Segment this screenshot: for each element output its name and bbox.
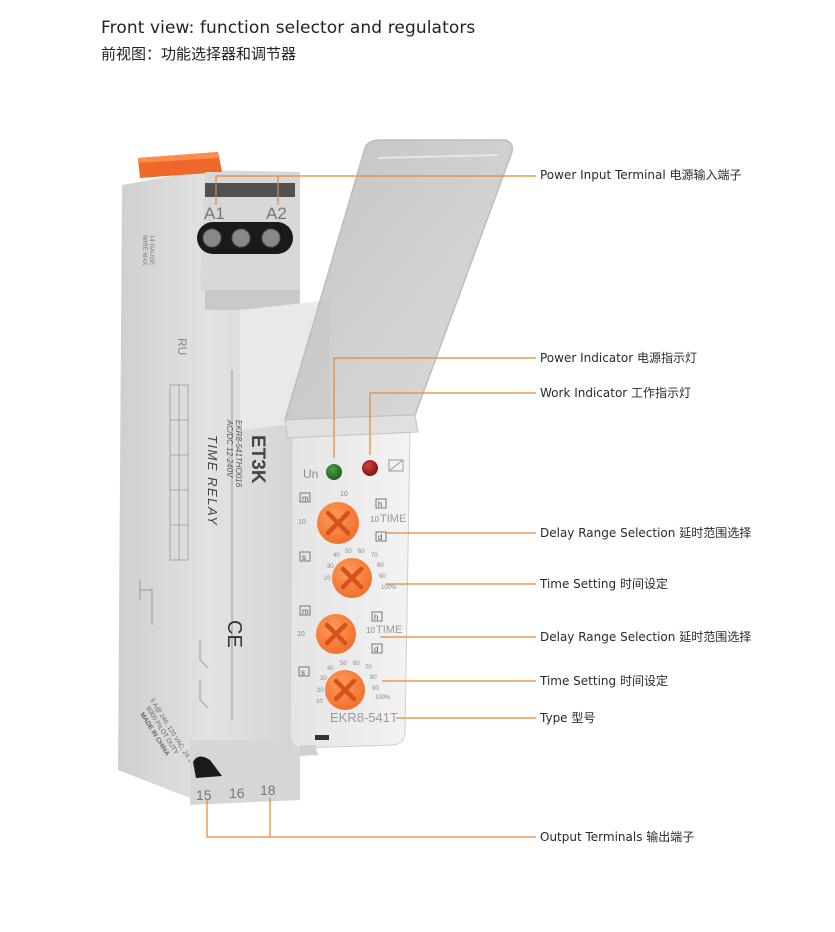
work-led bbox=[362, 460, 378, 476]
dial-mark: 10 bbox=[297, 631, 305, 638]
dial-mark: 30 bbox=[320, 676, 327, 682]
terminal-16-label: 16 bbox=[229, 785, 245, 801]
voltage-rating: AC/DC 12-240V bbox=[225, 419, 234, 478]
ce-mark: CE bbox=[223, 620, 245, 648]
dial-mark: 70 bbox=[371, 553, 378, 559]
relay-symbol-icon bbox=[388, 459, 404, 472]
dial-mark: 80 bbox=[377, 563, 384, 569]
brand-logo: ET3K bbox=[247, 435, 268, 484]
unit-label-d: d bbox=[374, 645, 378, 654]
transparent-cover[interactable] bbox=[283, 139, 514, 421]
leader-output-terminals bbox=[206, 800, 536, 838]
callout-time-setting-1: Time Setting 时间设定 bbox=[540, 577, 668, 591]
gauge-text: WIRE MAX bbox=[141, 235, 147, 265]
dial-mark: 60 bbox=[353, 661, 360, 667]
dial-mark: 10 bbox=[340, 491, 348, 498]
unit-label-m: m bbox=[302, 607, 309, 616]
gauge-text: 14 GAUGE bbox=[148, 235, 154, 265]
contact-symbols bbox=[139, 580, 209, 709]
callout-time-setting-2: Time Setting 时间设定 bbox=[540, 674, 668, 688]
page-title: Front view: function selector and regula… bbox=[101, 18, 476, 38]
range-dial-2[interactable] bbox=[316, 614, 356, 654]
timing-diagram bbox=[169, 384, 189, 561]
dial-mark: 70 bbox=[365, 665, 372, 671]
unit-label-h: h bbox=[378, 500, 382, 509]
time-setting-dial-2[interactable] bbox=[325, 670, 365, 710]
power-led-label: Un bbox=[303, 467, 318, 481]
front-model-label: EKR8-541T bbox=[330, 710, 398, 725]
dial-mark: 50 bbox=[345, 549, 352, 555]
terminal-a1-label: A1 bbox=[204, 204, 225, 223]
unit-label-d: d bbox=[378, 533, 382, 542]
terminal-15-label: 15 bbox=[196, 787, 212, 803]
dial-mark: 90 bbox=[372, 686, 379, 692]
callout-delay-range-selection-2: Delay Range Selection 延时范围选择 bbox=[540, 630, 752, 644]
time-label: TIME bbox=[380, 513, 406, 525]
product-name: TIME RELAY bbox=[205, 435, 220, 526]
callout-type: Type 型号 bbox=[540, 711, 596, 725]
dial-mark: 10 bbox=[366, 626, 375, 635]
terminal-screw bbox=[261, 228, 281, 248]
time-label: TIME bbox=[376, 624, 402, 636]
dial-mark: 20 bbox=[324, 576, 331, 582]
dial-mark: 80 bbox=[370, 675, 377, 681]
callout-output-terminals: Output Terminals 输出端子 bbox=[540, 830, 695, 844]
unit-label-h: h bbox=[374, 613, 378, 622]
dial-mark: 60 bbox=[358, 549, 365, 555]
terminal-18-label: 18 bbox=[260, 782, 276, 798]
terminal-screw bbox=[202, 228, 222, 248]
dial-mark: 10 bbox=[316, 699, 323, 705]
dial-mark: 50 bbox=[340, 661, 347, 667]
leader-work-indicator bbox=[369, 392, 536, 455]
power-led bbox=[326, 464, 342, 480]
callout-power-indicator: Power Indicator 电源指示灯 bbox=[540, 351, 697, 365]
model-code: EKR8-541THO016 bbox=[234, 420, 243, 488]
callout-work-indicator: Work Indicator 工作指示灯 bbox=[540, 386, 692, 400]
dial-mark: 30 bbox=[327, 564, 334, 570]
unit-label-m: m bbox=[302, 494, 309, 503]
dial-mark: 20 bbox=[317, 688, 324, 694]
page-subtitle: 前视图：功能选择器和调节器 bbox=[101, 45, 297, 63]
ul-mark: RU bbox=[175, 338, 189, 355]
callout-delay-range-selection-1: Delay Range Selection 延时范围选择 bbox=[540, 526, 752, 540]
dial-mark: 100% bbox=[381, 585, 397, 591]
dial-mark: 40 bbox=[327, 666, 334, 672]
front-controls: Un m h d s 10 TIME 10 10 20 30 bbox=[297, 459, 406, 725]
dial-mark: 10 bbox=[298, 519, 306, 526]
leader-power-indicator bbox=[333, 357, 536, 458]
dial-mark: 100% bbox=[375, 695, 391, 701]
output-terminal-opening bbox=[193, 756, 222, 778]
terminal-screw bbox=[231, 228, 251, 248]
unit-label-s: s bbox=[301, 668, 305, 677]
terminal-a2-label: A2 bbox=[266, 204, 287, 223]
leader-power-input bbox=[215, 175, 536, 205]
callout-power-input-terminal: Power Input Terminal 电源输入端子 bbox=[540, 168, 742, 182]
dial-mark: 90 bbox=[379, 574, 386, 580]
time-setting-dial-1[interactable] bbox=[332, 558, 372, 598]
range-dial-1[interactable] bbox=[317, 502, 359, 544]
unit-label-s: s bbox=[302, 553, 306, 562]
dial-mark: 10 bbox=[370, 515, 379, 524]
dial-mark: 40 bbox=[333, 553, 340, 559]
leader-lines bbox=[206, 175, 536, 838]
